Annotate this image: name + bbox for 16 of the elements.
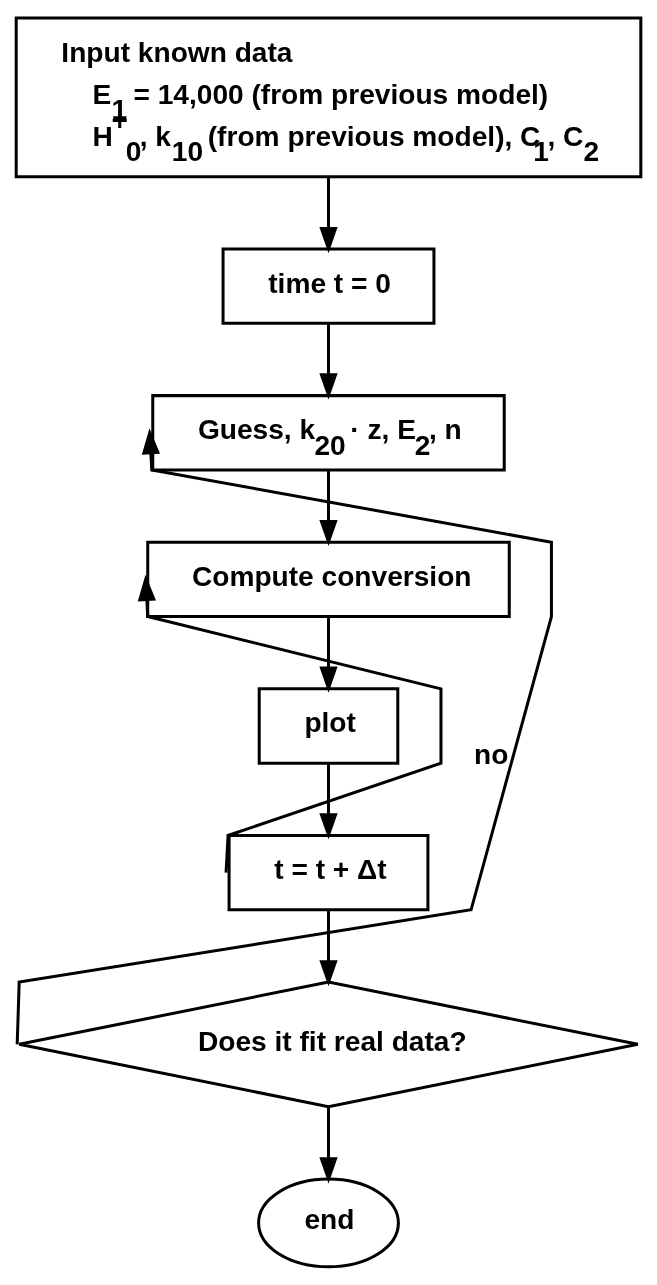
arrow: [319, 470, 338, 547]
arrow: [319, 323, 338, 400]
arrow: [319, 910, 338, 987]
node-box: Compute conversion: [146, 540, 511, 619]
node-box: time t = 0: [221, 247, 436, 325]
arrow: [319, 763, 338, 840]
node-diamond: Does it fit real data?: [17, 980, 640, 1109]
node-box: t = t + Δt: [227, 833, 430, 912]
edge-label: no: [474, 739, 509, 771]
node-ellipse: end: [257, 1177, 400, 1269]
arrow: [15, 428, 553, 1045]
arrow: [319, 616, 338, 693]
arrow: [319, 177, 338, 254]
arrow: [137, 574, 443, 873]
arrow: [319, 1107, 338, 1184]
node-box: plot: [257, 687, 400, 765]
